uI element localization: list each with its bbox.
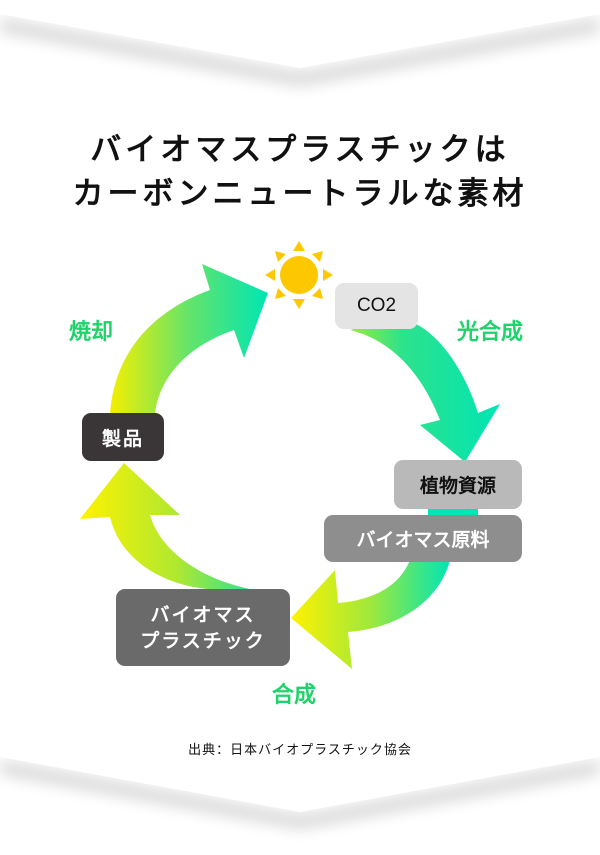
node-co2: CO2 xyxy=(335,283,418,329)
node-plant-resource-label: 植物資源 xyxy=(419,475,496,497)
sun-icon xyxy=(265,241,333,309)
node-bioplastic-label-2: プラスチック xyxy=(140,629,266,652)
node-product: 製品 xyxy=(82,413,164,461)
node-product-label: 製品 xyxy=(101,427,144,450)
step-incineration: 焼却 xyxy=(69,320,114,345)
title-line-2: カーボンニュートラルな素材 xyxy=(72,176,528,212)
arrow-photosynthesis xyxy=(350,318,500,462)
node-plant-resource: 植物資源 xyxy=(394,460,522,509)
node-bioplastic-label-1: バイオマス xyxy=(150,603,256,626)
step-synthesis: 合成 xyxy=(272,683,317,708)
arrow-incineration xyxy=(110,264,268,413)
source-citation: 出典：日本バイオプラスチック協会 xyxy=(188,743,412,758)
arrow-synthesis xyxy=(291,560,450,669)
title-line-1: バイオマスプラスチックは xyxy=(90,132,510,168)
node-biomass-raw: バイオマス原料 xyxy=(324,515,522,562)
step-photosynthesis: 光合成 xyxy=(457,320,524,345)
node-biomass-raw-label: バイオマス原料 xyxy=(356,529,490,551)
node-bioplastic: バイオマス プラスチック xyxy=(116,589,290,666)
node-co2-label: CO2 xyxy=(356,295,397,316)
arrow-to-product xyxy=(80,463,255,590)
top-chevron xyxy=(0,0,600,84)
bottom-chevron xyxy=(0,762,600,827)
